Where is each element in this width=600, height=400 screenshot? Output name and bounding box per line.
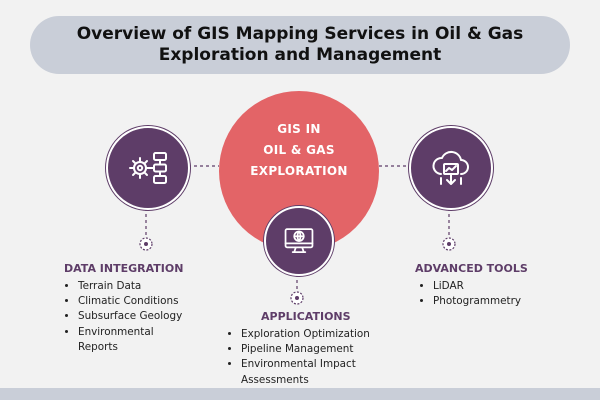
applications-list: Exploration Optimization Pipeline Manage…: [228, 327, 411, 388]
center-line-3: EXPLORATION: [250, 164, 348, 178]
cloud-chart-icon: [432, 150, 469, 185]
center-circle: GIS IN OIL & GAS EXPLORATION: [219, 91, 379, 251]
title-line-2: Exploration and Management: [158, 45, 442, 65]
title-banner: Overview of GIS Mapping Services in Oil …: [30, 16, 570, 74]
list-item: Environmental Reports: [78, 325, 156, 355]
list-item: LiDAR: [433, 279, 573, 294]
list-item: Photogrammetry: [433, 294, 573, 309]
applications-node: [264, 206, 334, 276]
gear-flowchart-icon: [129, 152, 167, 184]
list-item: Pipeline Management: [241, 342, 411, 357]
advanced-tools-heading: ADVANCED TOOLS: [415, 262, 528, 275]
data-integration-list: Terrain Data Climatic Conditions Subsurf…: [65, 279, 218, 355]
list-item: Climatic Conditions: [78, 294, 218, 309]
data-integration-heading: DATA INTEGRATION: [64, 262, 184, 275]
dot-left: [139, 237, 153, 251]
dot-right: [442, 237, 456, 251]
applications-heading: APPLICATIONS: [261, 310, 351, 323]
list-item: Subsurface Geology: [78, 309, 218, 324]
list-item: Terrain Data: [78, 279, 218, 294]
center-line-2: OIL & GAS: [263, 143, 335, 157]
list-item: Exploration Optimization: [241, 327, 411, 342]
data-integration-node: [106, 126, 190, 210]
dot-bottom: [290, 291, 304, 305]
footer-bar: [0, 388, 600, 400]
monitor-globe-icon: [284, 228, 314, 253]
center-line-1: GIS IN: [277, 122, 321, 136]
advanced-tools-list: LiDAR Photogrammetry: [420, 279, 573, 309]
advanced-tools-node: [409, 126, 493, 210]
list-item: Environmental Impact Assessments: [241, 357, 391, 387]
title-line-1: Overview of GIS Mapping Services in Oil …: [76, 24, 524, 44]
